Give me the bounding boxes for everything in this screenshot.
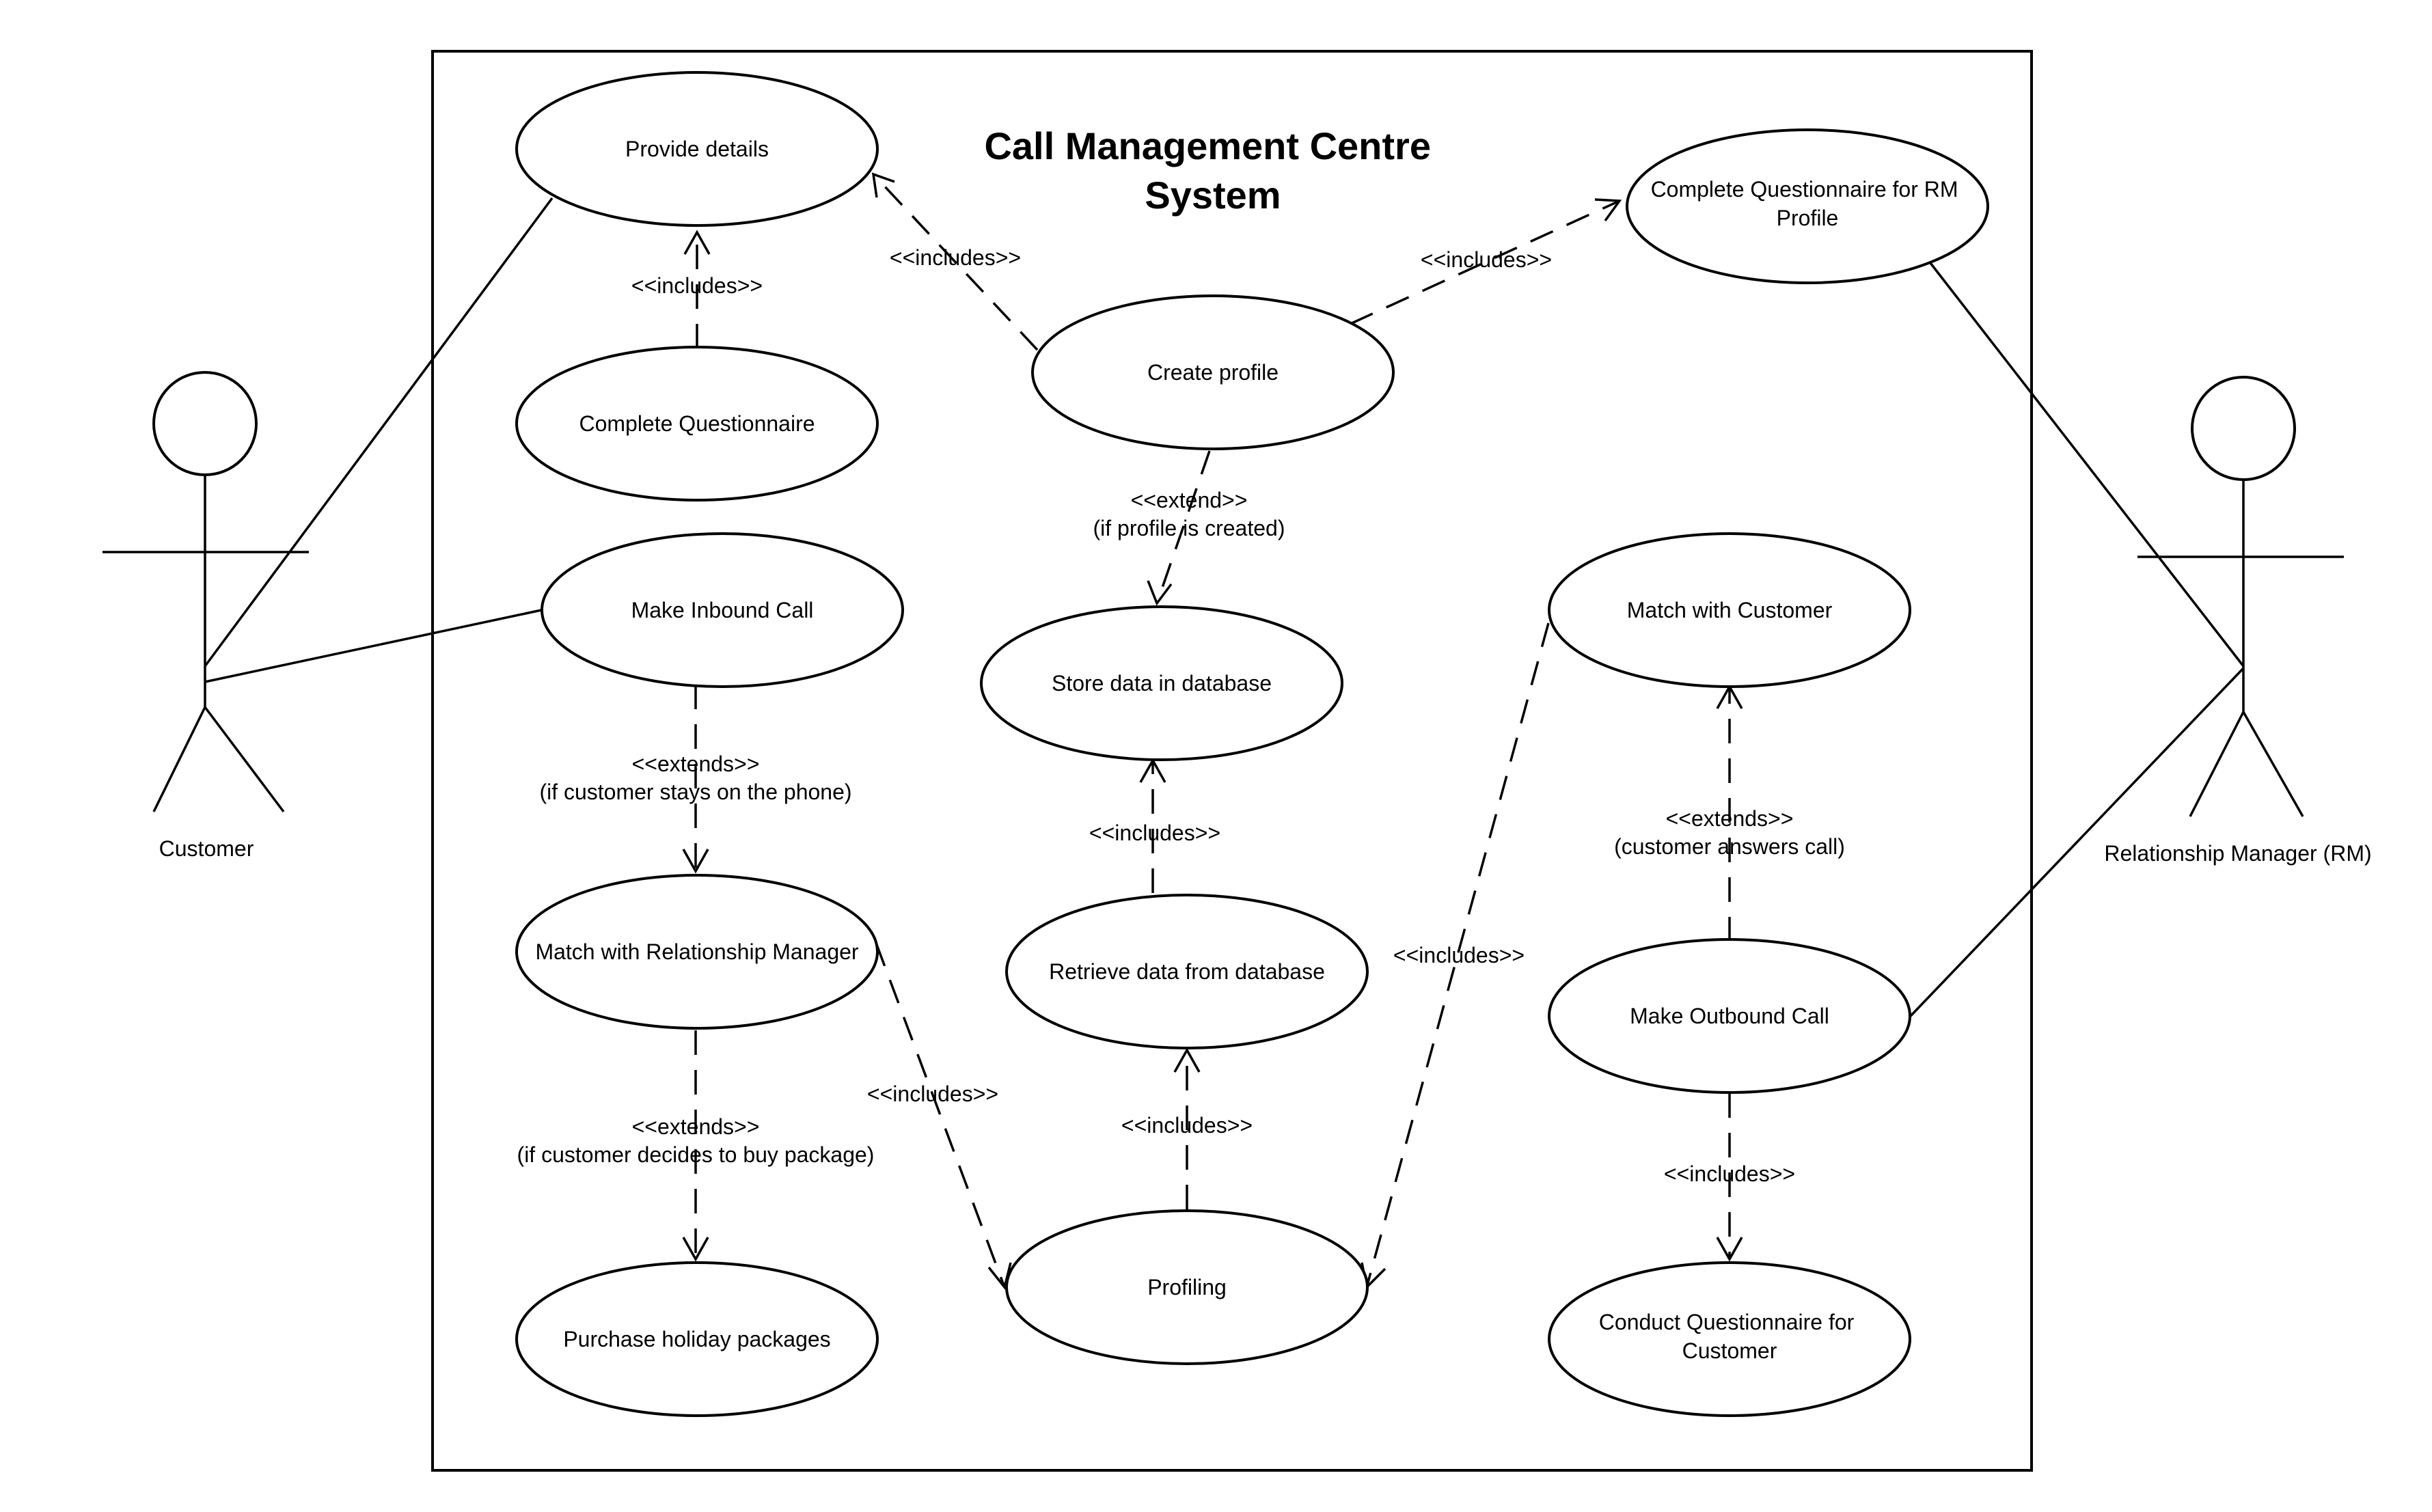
use-case-provide-details: Provide details	[515, 71, 879, 227]
actor-label: Customer	[159, 836, 254, 861]
system-title-line2: System	[1145, 174, 1281, 217]
actor-right-leg	[204, 706, 285, 813]
assoc-customer-provide-details	[204, 197, 554, 668]
arrowhead	[683, 230, 711, 255]
use-case-label: Match with Relationship Manager	[535, 939, 858, 964]
use-case-label: Conduct Questionnaire for Customer	[1599, 1310, 1860, 1363]
use-case-make-inbound-call: Make Inbound Call	[541, 532, 904, 688]
actor-relationship-manager: Relationship Manager (RM)	[2104, 376, 2372, 866]
use-case-label: Purchase holiday packages	[563, 1327, 830, 1351]
dep-cp-to-store	[1156, 450, 1211, 604]
use-case-complete-questionnaire-rm: Complete Questionnaire for RM Profile	[1626, 128, 1989, 284]
dep-matchrm-to-profiling	[875, 942, 1006, 1288]
use-case-match-customer: Match with Customer	[1548, 532, 1911, 688]
system-boundary	[431, 50, 2033, 1472]
system-title-line1: Call Management Centre	[984, 124, 1431, 167]
assoc-rm-complete-q-rm	[1929, 262, 2245, 668]
use-case-label: Profiling	[1147, 1275, 1227, 1300]
assoc-customer-inbound-call	[204, 609, 542, 683]
use-case-label-line1: Complete Questionnaire for RM	[1651, 177, 1958, 202]
use-case-label: Complete Questionnaire	[579, 411, 815, 436]
use-case-label: Make Inbound Call	[631, 598, 814, 622]
arrowhead	[871, 172, 895, 198]
rel-label-purchase-extends-condition: (if customer decides to buy package)	[517, 1142, 875, 1167]
rel-label-cq-includes: <<includes>>	[631, 273, 763, 298]
use-case-label: Make Outbound Call	[1630, 1004, 1829, 1028]
arrowhead	[1147, 580, 1173, 606]
arrowhead	[1716, 1237, 1743, 1262]
actor-right-leg	[2242, 711, 2304, 817]
use-case-label-line1: Conduct Questionnaire for	[1599, 1310, 1855, 1334]
arrowhead	[987, 1262, 1012, 1290]
use-case-label: Complete Questionnaire for RM Profile	[1651, 177, 1965, 230]
use-case-label-line2: Customer	[1682, 1338, 1777, 1363]
rel-label-cp-extend-condition: (if profile is created)	[1093, 516, 1285, 540]
actor-left-leg	[152, 706, 206, 812]
arrowhead	[682, 1237, 709, 1262]
rel-label-profiling-includes: <<includes>>	[1121, 1113, 1253, 1138]
use-case-label-line2: Profile	[1777, 206, 1839, 230]
actor-label: Relationship Manager (RM)	[2104, 841, 2371, 866]
actor-head	[152, 371, 258, 476]
use-case-label: Create profile	[1147, 360, 1279, 385]
system-title: Call Management Centre System	[984, 124, 1441, 217]
dep-matchcust-to-profiling	[1365, 622, 1550, 1288]
rel-label-matchcust-includes: <<includes>>	[1393, 943, 1525, 967]
use-case-conduct-questionnaire: Conduct Questionnaire for Customer	[1548, 1261, 1911, 1417]
use-case-complete-questionnaire: Complete Questionnaire	[515, 346, 879, 501]
arrowhead	[682, 849, 709, 874]
rel-label-cp-includes-pd: <<includes>>	[890, 245, 1021, 270]
actor-customer: Customer	[103, 371, 309, 861]
use-case-label: Provide details	[625, 137, 769, 161]
rel-label-outbound-extends: <<extends>>	[1666, 806, 1794, 831]
arrowhead	[1173, 1047, 1201, 1073]
rel-label-inbound-extends: <<extends>>	[632, 752, 760, 776]
rel-label-purchase-extends: <<extends>>	[632, 1114, 760, 1139]
use-case-retrieve-data: Retrieve data from database	[1005, 894, 1369, 1049]
actor-left-leg	[2189, 711, 2245, 817]
rel-label-outbound-includes: <<includes>>	[1664, 1162, 1795, 1186]
dep-cp-to-pd	[872, 173, 1039, 351]
use-case-label: Store data in database	[1052, 671, 1272, 696]
use-case-make-outbound-call: Make Outbound Call	[1548, 938, 1911, 1094]
assoc-rm-outbound-call	[1909, 667, 2245, 1017]
rel-label-matchrm-includes: <<includes>>	[867, 1082, 998, 1106]
use-case-match-rm: Match with Relationship Manager	[515, 874, 879, 1030]
use-case-label: Retrieve data from database	[1049, 959, 1325, 984]
use-case-store-data: Store data in database	[980, 605, 1343, 761]
use-case-purchase-holiday-packages: Purchase holiday packages	[515, 1261, 879, 1417]
rel-label-retrieve-includes: <<includes>>	[1089, 821, 1220, 845]
dep-cp-to-rm	[1350, 200, 1620, 325]
use-case-create-profile: Create profile	[1031, 294, 1395, 450]
rel-label-cp-extend: <<extend>>	[1131, 488, 1248, 512]
rel-label-cp-includes-rm: <<includes>>	[1421, 247, 1552, 272]
rel-label-outbound-extends-condition: (customer answers call)	[1614, 834, 1845, 859]
rel-label-inbound-extends-condition: (if customer stays on the phone)	[539, 780, 851, 804]
actor-head	[2191, 376, 2296, 481]
use-case-profiling: Profiling	[1005, 1209, 1369, 1365]
arrowhead	[1594, 198, 1622, 222]
use-case-label: Match with Customer	[1627, 598, 1833, 622]
